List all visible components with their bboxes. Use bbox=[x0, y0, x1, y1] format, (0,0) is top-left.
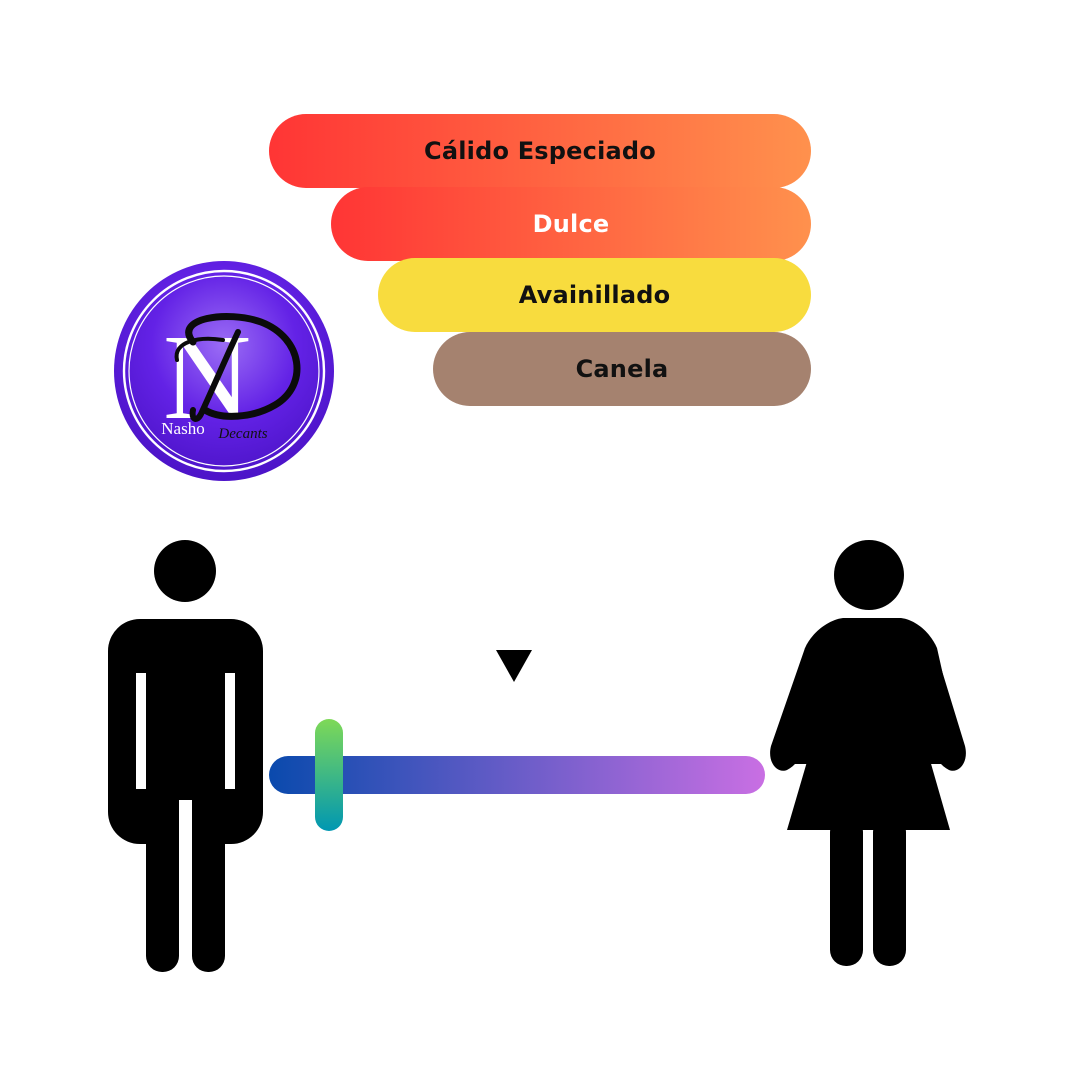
accord-label: Avainillado bbox=[518, 281, 671, 309]
accord-label: Dulce bbox=[532, 210, 610, 238]
triangle-down-icon bbox=[496, 650, 532, 682]
accord-label: Canela bbox=[575, 355, 669, 383]
accord-avainillado: Avainillado bbox=[378, 258, 811, 332]
logo-letter-d bbox=[174, 313, 301, 422]
logo-circle bbox=[114, 261, 334, 481]
accord-canela: Canela bbox=[433, 332, 811, 406]
logo-text-nasho: Nasho bbox=[161, 419, 204, 438]
accord-dulce: Dulce bbox=[331, 187, 811, 261]
female-icon bbox=[770, 540, 966, 968]
logo-ring bbox=[122, 269, 326, 473]
gender-scale-track bbox=[269, 756, 765, 794]
gender-scale-thumb bbox=[314, 719, 343, 831]
logo-ring-inner bbox=[128, 275, 320, 467]
male-icon bbox=[108, 540, 263, 976]
logo-text-decants: Decants bbox=[217, 426, 267, 442]
nasho-decants-logo: N Nasho Decants bbox=[114, 261, 334, 481]
accord-label: Cálido Especiado bbox=[424, 137, 656, 165]
accord-calido-especiado: Cálido Especiado bbox=[269, 114, 811, 188]
